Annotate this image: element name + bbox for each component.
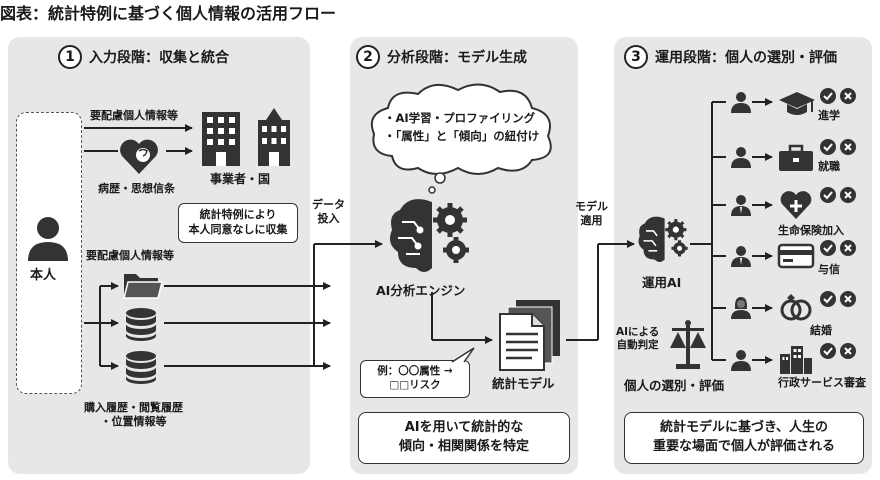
cloud-line2: ・「属性」と「傾向」の紐付け — [384, 128, 540, 143]
credit-card-icon — [777, 243, 815, 269]
auto-judgement-label: AIによる 自動判定 — [616, 326, 659, 352]
auto-judgement-line1: AIによる — [616, 326, 660, 338]
panel3-summary-box: 統計モデルに基づき、人生の 重要な場面で個人が評価される — [624, 412, 864, 464]
panel2-summary-line2: 傾向・相関関係を特定 — [398, 439, 529, 454]
cloud-text: ・AI学習・プロファイリング ・「属性」と「傾向」の紐付け — [384, 110, 539, 146]
cross-icon — [840, 88, 856, 104]
scales-icon — [670, 320, 706, 369]
cross-icon — [840, 240, 856, 256]
figure-title: 図表：統計特例に基づく個人情報の活用フロー — [0, 4, 337, 23]
government-building-icon — [258, 108, 290, 166]
person-icon — [731, 92, 751, 113]
outcome-label: 行政サービス審査 — [778, 376, 866, 389]
thought-cloud — [370, 83, 552, 194]
ai-brain-gear-icon — [390, 199, 469, 272]
operation-ai-label: 運用AI — [642, 275, 682, 290]
panel3-summary-line2: 重要な場面で個人が評価される — [652, 439, 835, 454]
cross-icon — [840, 139, 856, 155]
panel1-heading-text: 入力段階：収集と統合 — [89, 50, 229, 66]
person-icon — [731, 350, 751, 371]
label-data-input-line2: 投入 — [317, 211, 340, 225]
check-icon — [820, 240, 836, 256]
outcome-label: 生命保険加入 — [778, 224, 844, 237]
model-label: 統計モデル — [492, 376, 555, 391]
label-model-apply-line2: 適用 — [580, 213, 603, 227]
check-icon — [820, 88, 836, 104]
outcome-label: 進学 — [818, 109, 840, 122]
operation-ai-icon — [638, 216, 688, 263]
label-history: 購入履歴・閲覧履歴 ・位置情報等 — [84, 401, 183, 429]
outcome-label: 就職 — [818, 160, 840, 173]
label-model-apply-line1: モデル — [575, 200, 608, 213]
label-data-input: データ 投入 — [312, 198, 345, 226]
panel3-summary-line1: 統計モデルに基づき、人生の — [659, 420, 829, 436]
cross-icon — [840, 291, 856, 307]
label-business-country: 事業者・国 — [210, 172, 271, 186]
cross-icon — [840, 343, 856, 359]
callout-statistical-exception: 統計特例により 本人同意なしに収集 — [178, 203, 298, 243]
step-number-3: 3 — [624, 45, 648, 69]
label-sensitive-info-top: 要配慮個人情報等 — [90, 109, 178, 122]
label-sensitive-info-mid: 要配慮個人情報等 — [86, 249, 174, 262]
step-number-1: 1 — [58, 45, 82, 69]
rings-icon — [780, 294, 812, 321]
callout-line1: 統計特例により — [199, 208, 277, 221]
selection-label: 個人の選別・評価 — [624, 378, 725, 393]
panel2-heading: 2 分析段階：モデル生成 — [356, 45, 527, 69]
step-number-2: 2 — [356, 45, 380, 69]
panel2-summary-box: AIを用いて統計的な 傾向・相関関係を特定 — [358, 412, 570, 464]
panel3-heading-text: 運用段階：個人の選別・評価 — [655, 50, 837, 66]
person-label: 本人 — [30, 268, 57, 283]
label-history-line1: 購入履歴・閲覧履歴 — [84, 401, 183, 414]
example-line1: 例：〇〇属性 → — [377, 365, 453, 377]
business-person-icon — [731, 246, 751, 267]
label-medical-beliefs: 病歴・思想信条 — [98, 182, 175, 195]
cross-icon — [840, 187, 856, 203]
example-callout-tail — [451, 347, 475, 363]
city-buildings-icon — [780, 346, 812, 374]
heart-brain-icon — [120, 139, 158, 174]
graduation-cap-icon — [779, 92, 815, 115]
check-icon — [820, 187, 836, 203]
folder-icon — [123, 274, 163, 299]
database-icon-2 — [126, 351, 156, 384]
panel2-heading-text: 分析段階：モデル生成 — [387, 50, 527, 66]
label-history-line2: ・位置情報等 — [100, 414, 167, 428]
cloud-line1: ・AI学習・プロファイリング — [384, 111, 536, 125]
briefcase-icon — [779, 144, 813, 171]
check-icon — [820, 343, 836, 359]
label-model-apply: モデル 適用 — [575, 200, 608, 228]
example-callout: 例：〇〇属性 → □□リスク — [360, 360, 470, 398]
panel2-summary-line1: AIを用いて統計的な — [404, 420, 524, 436]
office-building-icon — [202, 112, 240, 166]
label-data-input-line1: データ — [312, 198, 345, 211]
document-stack-icon — [499, 300, 560, 371]
auto-judgement-line2: 自動判定 — [616, 339, 659, 352]
heart-plus-icon — [780, 191, 812, 219]
panel1-heading: 1 入力段階：収集と統合 — [58, 45, 229, 69]
engine-label: AI分析エンジン — [376, 283, 466, 298]
check-icon — [820, 291, 836, 307]
outcome-label: 結婚 — [810, 324, 832, 337]
woman-icon — [731, 297, 751, 319]
check-icon — [820, 139, 836, 155]
panel3-heading: 3 運用段階：個人の選別・評価 — [624, 45, 837, 69]
example-line2: □□リスク — [389, 379, 441, 392]
callout-line2: 本人同意なしに収集 — [188, 222, 288, 236]
person-icon — [28, 217, 68, 261]
outcome-label: 与信 — [818, 263, 840, 276]
database-icon-1 — [126, 308, 156, 341]
business-person-icon — [731, 195, 751, 216]
person-icon — [731, 147, 751, 168]
